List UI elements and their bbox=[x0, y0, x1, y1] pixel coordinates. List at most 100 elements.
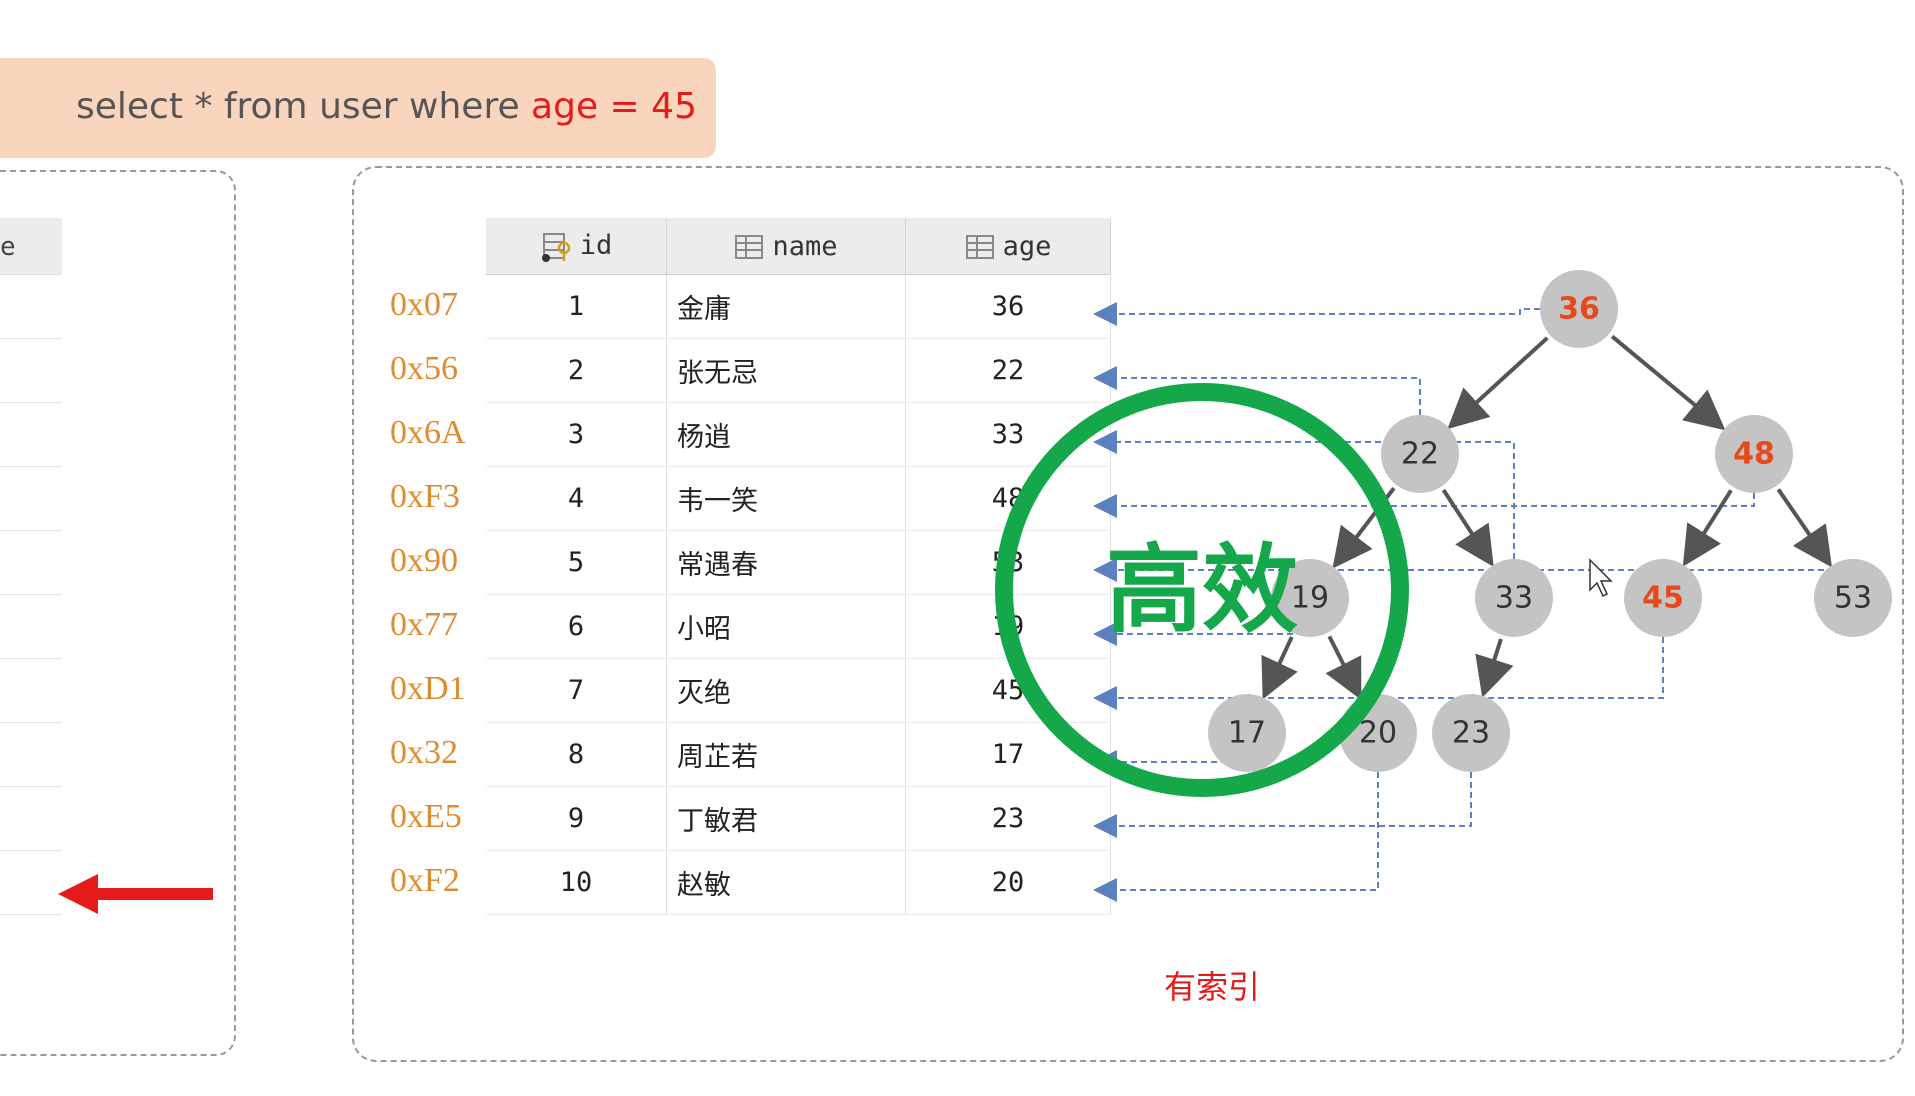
row-address: 0x56 bbox=[390, 350, 458, 387]
tree-edge bbox=[1776, 488, 1833, 568]
table-row bbox=[0, 851, 62, 915]
mouse-cursor-icon bbox=[1589, 558, 1613, 598]
row-address: 0x6A bbox=[390, 414, 466, 451]
table-row bbox=[0, 659, 62, 723]
row-pointer-line bbox=[1093, 366, 1421, 415]
index-caption: 有索引 bbox=[1164, 968, 1261, 1006]
tree-node-label: 33 bbox=[1495, 581, 1533, 616]
tree-edge bbox=[1610, 334, 1726, 431]
cell-name: 金庸 bbox=[666, 274, 906, 339]
column-age-label: age bbox=[1002, 230, 1052, 262]
column-header-age: age bbox=[905, 218, 1111, 275]
cell-name: 周芷若 bbox=[666, 722, 906, 787]
cell-id: 1 bbox=[486, 274, 667, 339]
cell-name: 灭绝 bbox=[666, 658, 906, 723]
cell-name: 赵敏 bbox=[666, 850, 906, 915]
column-name-label: name bbox=[772, 230, 838, 262]
row-address: 0xF2 bbox=[390, 862, 460, 899]
no-index-header-fragment: e bbox=[0, 232, 16, 262]
cell-name: 丁敏君 bbox=[666, 786, 906, 851]
tree-edge bbox=[1475, 638, 1514, 698]
tree-node bbox=[1208, 694, 1286, 772]
index-panel bbox=[352, 166, 1904, 1062]
column-header-name: name bbox=[666, 218, 906, 275]
tree-node bbox=[1624, 559, 1702, 637]
cell-age: 48 bbox=[905, 466, 1111, 531]
row-pointer-line bbox=[1093, 493, 1755, 518]
tree-edge bbox=[1325, 635, 1362, 700]
table-row bbox=[0, 723, 62, 787]
row-address: 0x32 bbox=[390, 734, 458, 771]
sql-query-condition: age = 45 bbox=[531, 86, 697, 127]
cell-id: 3 bbox=[486, 402, 667, 467]
efficient-stamp-ring bbox=[995, 383, 1409, 797]
sql-query-text: select * from user where age = 45 bbox=[76, 86, 697, 127]
tree-node-label: 22 bbox=[1401, 437, 1439, 472]
sql-query-prefix: select * from user where bbox=[76, 86, 532, 127]
tree-node bbox=[1540, 270, 1618, 348]
cell-id: 2 bbox=[486, 338, 667, 403]
cell-age: 36 bbox=[905, 274, 1111, 339]
cell-name: 小昭 bbox=[666, 594, 906, 659]
no-index-panel bbox=[0, 170, 236, 1056]
row-pointer-line bbox=[1093, 637, 1664, 710]
cell-id: 10 bbox=[486, 850, 667, 915]
tree-node-label: 23 bbox=[1452, 716, 1490, 751]
table-header-row: id name age bbox=[486, 218, 1111, 275]
sql-query-banner: select * from user where age = 45 bbox=[0, 58, 716, 158]
tree-node-label: 45 bbox=[1642, 581, 1684, 616]
column-icon bbox=[735, 235, 764, 259]
tree-node-label: 19 bbox=[1291, 581, 1329, 616]
cell-id: 4 bbox=[486, 466, 667, 531]
cell-id: 6 bbox=[486, 594, 667, 659]
row-pointer-line bbox=[1093, 772, 1472, 838]
tree-node bbox=[1475, 559, 1553, 637]
row-pointer-line bbox=[1093, 772, 1379, 902]
table-row bbox=[0, 595, 62, 659]
row-address: 0xF3 bbox=[390, 478, 460, 515]
column-id-label: id bbox=[579, 230, 613, 262]
tree-node-label: 36 bbox=[1558, 292, 1600, 327]
table-row bbox=[0, 403, 62, 467]
column-header-id: id bbox=[486, 218, 667, 275]
table-row bbox=[0, 787, 62, 851]
row-address: 0xD1 bbox=[390, 670, 466, 707]
primary-key-column-icon bbox=[541, 232, 570, 262]
cell-name: 杨逍 bbox=[666, 402, 906, 467]
tree-node bbox=[1814, 559, 1892, 637]
tree-node bbox=[1715, 415, 1793, 493]
row-address: 0x07 bbox=[390, 286, 458, 323]
tree-edge bbox=[1682, 489, 1733, 567]
tree-node bbox=[1432, 694, 1510, 772]
cell-id: 5 bbox=[486, 530, 667, 595]
cell-name: 韦一笑 bbox=[666, 466, 906, 531]
table-row bbox=[0, 467, 62, 531]
cell-age: 23 bbox=[905, 786, 1111, 851]
scan-pointer-arrow-icon bbox=[58, 874, 213, 914]
tree-edge bbox=[1447, 336, 1549, 430]
cell-id: 9 bbox=[486, 786, 667, 851]
column-icon bbox=[965, 235, 994, 259]
tree-node-label: 20 bbox=[1359, 716, 1397, 751]
tree-node bbox=[1271, 559, 1349, 637]
tree-node-label: 17 bbox=[1228, 716, 1266, 751]
tree-edge bbox=[1441, 488, 1494, 568]
cell-name: 常遇春 bbox=[666, 530, 906, 595]
row-address: 0x77 bbox=[390, 606, 458, 643]
table-row bbox=[0, 275, 62, 339]
cell-age: 20 bbox=[905, 850, 1111, 915]
row-address: 0xE5 bbox=[390, 798, 462, 835]
cell-age: 22 bbox=[905, 338, 1111, 403]
table-row bbox=[0, 531, 62, 595]
cell-id: 8 bbox=[486, 722, 667, 787]
